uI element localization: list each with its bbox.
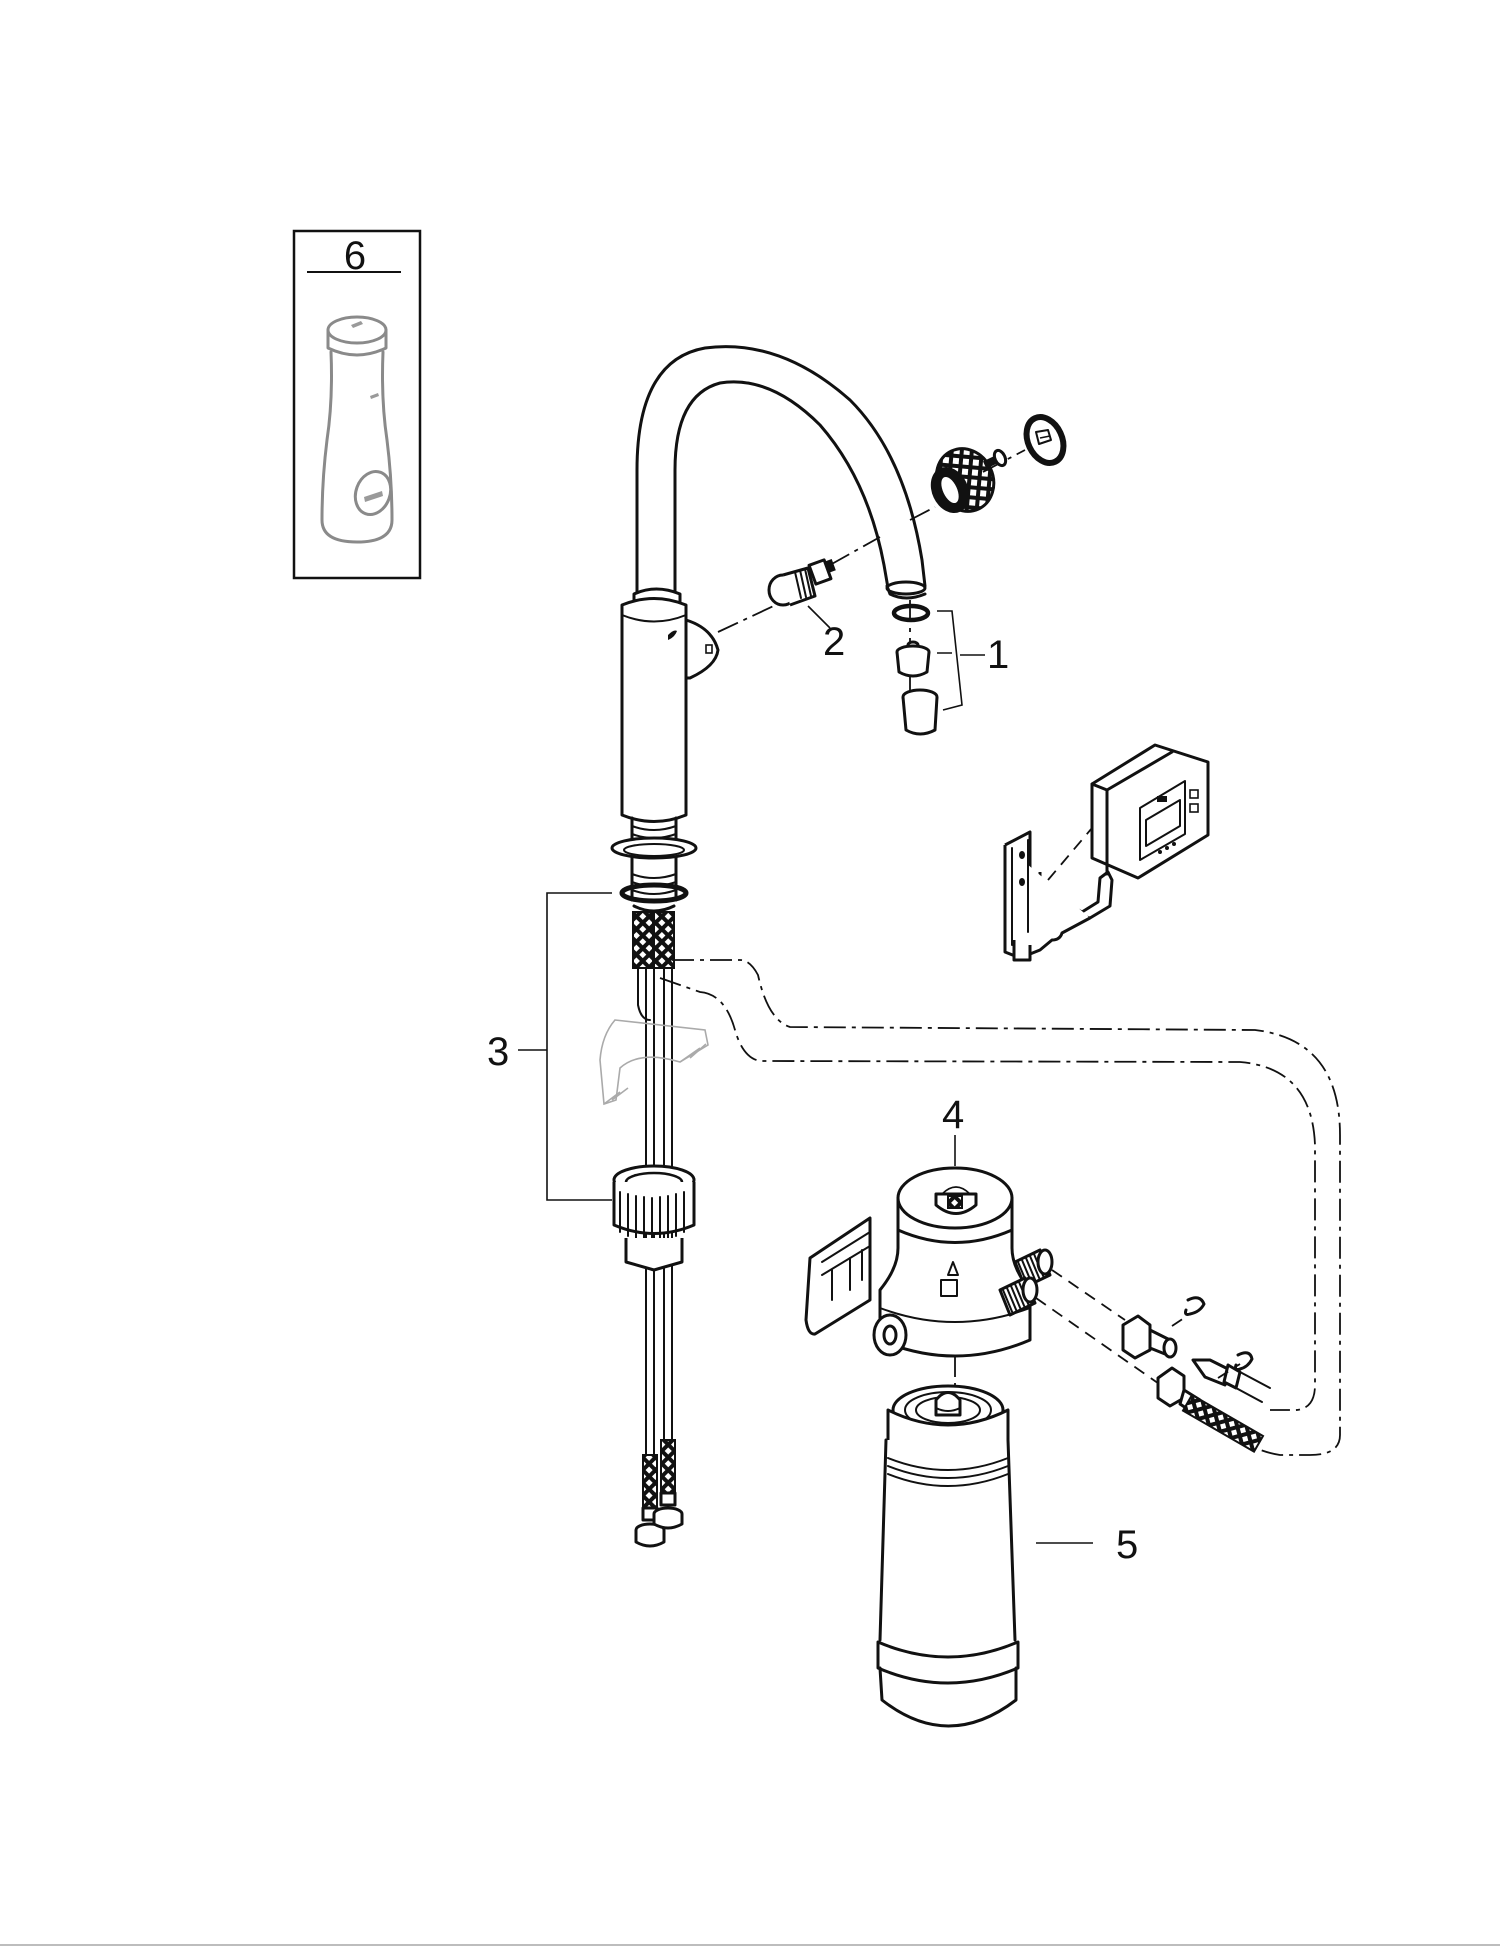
braided-hose-b: [653, 911, 675, 969]
filter-indicator-window: [934, 1186, 978, 1215]
wall-bracket: [1003, 830, 1114, 962]
threaded-outlets: [998, 1248, 1054, 1317]
callout-1: 1: [987, 633, 1009, 677]
quick-connector: [1191, 1358, 1271, 1403]
braided-connection-hose: [1181, 1393, 1265, 1453]
callout-2: 2: [823, 620, 845, 664]
end-cap-disc: [1023, 414, 1067, 466]
spout-inner: [673, 380, 890, 600]
spout-outer: [635, 345, 927, 600]
callout-6: 6: [344, 234, 366, 278]
display-screen: [1139, 780, 1186, 861]
lever-handle: [684, 618, 720, 680]
panel-frame: [292, 229, 422, 580]
countertop-section: [599, 1019, 709, 1106]
cartridge-part: 2: [717, 536, 881, 664]
page-footer-divider: [0, 1944, 1500, 1946]
spout-end-cap-parts: [909, 414, 1067, 521]
display-box: [1090, 743, 1210, 880]
filter-cartridge: 5: [876, 1384, 1138, 1728]
filter-head: 4: [804, 1093, 1054, 1405]
aerator-housing: [901, 688, 939, 736]
hose-routing-lines: [659, 959, 1341, 1456]
braided-hose-a: [632, 911, 654, 969]
aerator-insert: [895, 640, 931, 678]
callout-3-group: 3: [487, 892, 612, 1201]
accessory-bottle-panel: 6: [292, 229, 422, 580]
connector-nut: [1121, 1314, 1178, 1360]
filter-display-unit: [1003, 743, 1210, 962]
faucet-column: [620, 597, 688, 823]
screw: [982, 448, 1008, 469]
threaded-shank: [610, 816, 698, 913]
callout-3: 3: [487, 1030, 509, 1074]
callout-4: 4: [942, 1093, 964, 1137]
cap-nut-knurled: [930, 447, 996, 514]
hose-end-fittings: [634, 1439, 684, 1548]
retaining-clip-1: [1171, 1296, 1206, 1327]
fixing-nut: [612, 1164, 696, 1272]
faucet-body: [610, 345, 927, 1456]
callout-5: 5: [1116, 1523, 1138, 1567]
aerator-washer: [891, 603, 931, 623]
aerator-set: 1: [891, 600, 1009, 736]
hose-connectors: [1035, 1269, 1271, 1453]
retaining-clip-2: [1217, 1351, 1254, 1379]
bottle-icon: [320, 315, 394, 544]
